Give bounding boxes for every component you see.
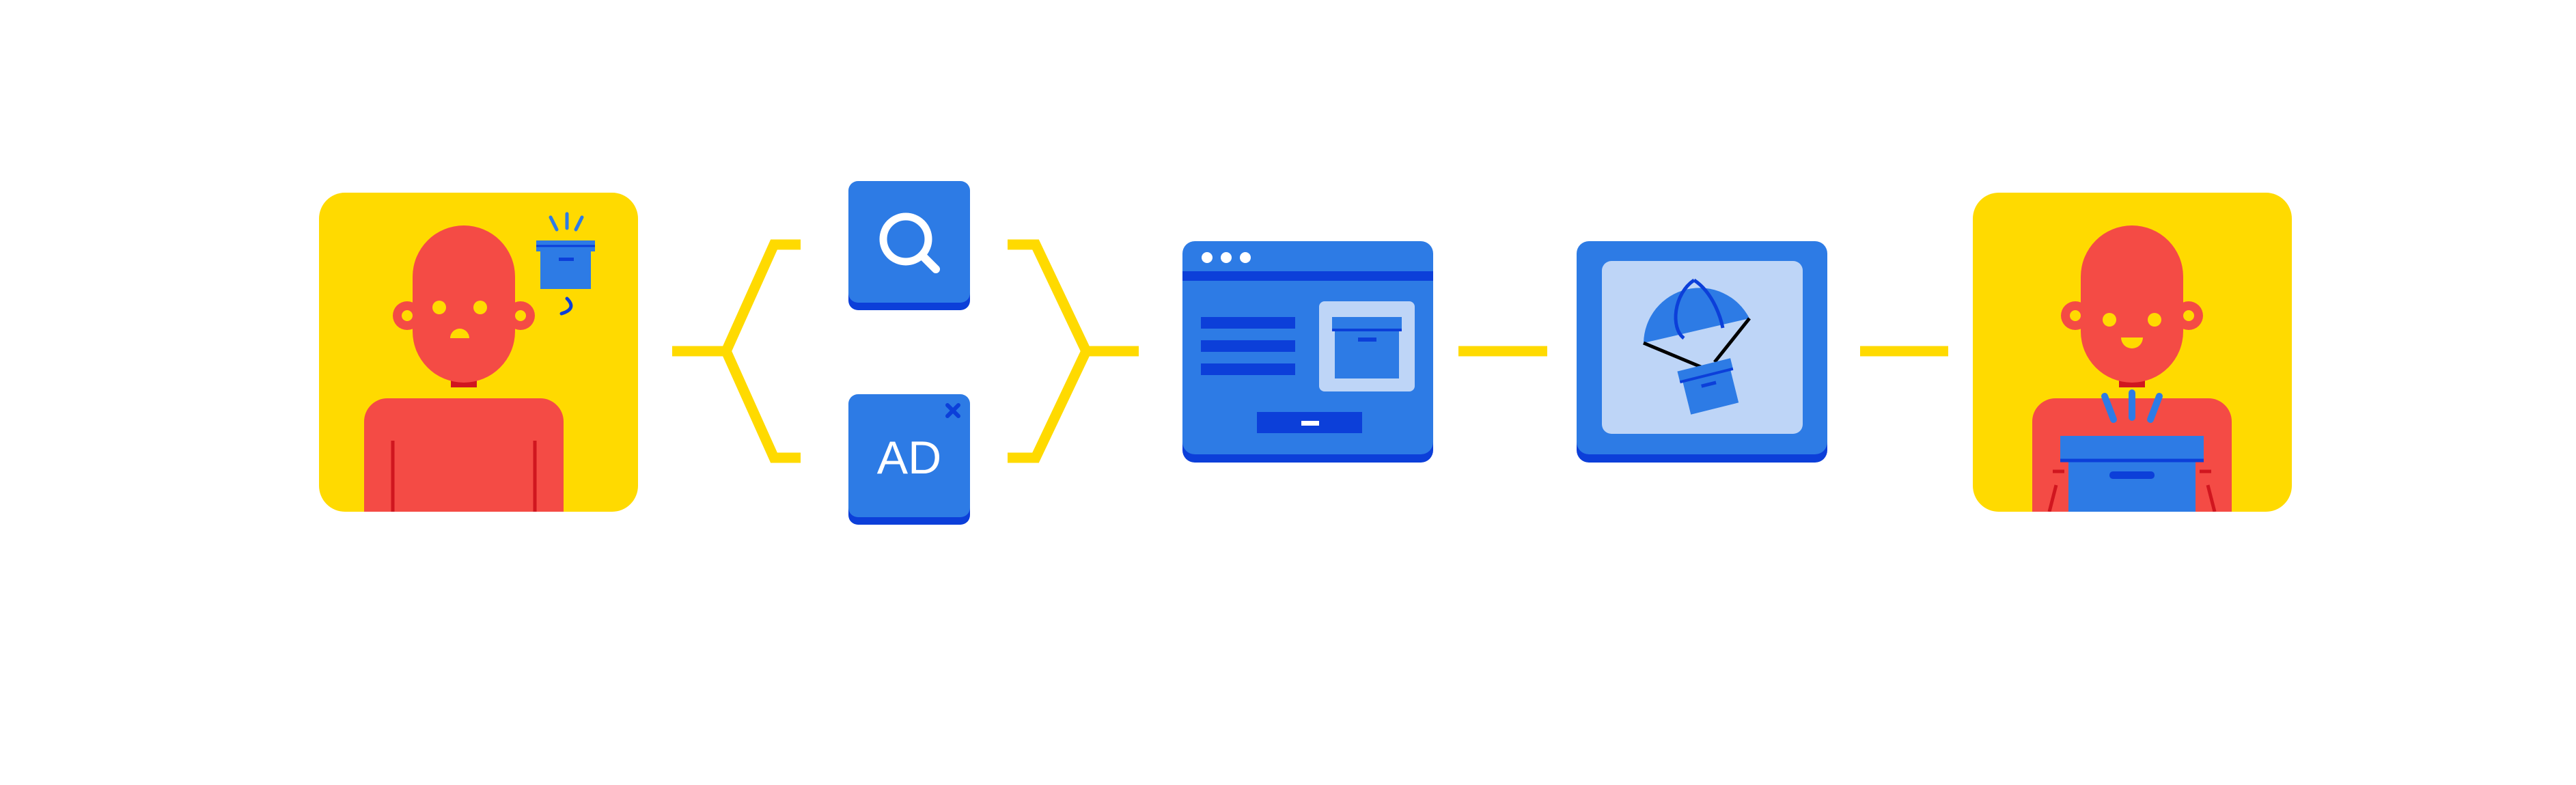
ad-card: AD bbox=[848, 394, 970, 525]
product-box-icon bbox=[1332, 317, 1402, 378]
connector-right-bracket bbox=[1008, 239, 1139, 463]
browser-window-icon bbox=[1182, 241, 1433, 463]
panel-customer-need bbox=[319, 193, 638, 512]
panel-happy-customer bbox=[1973, 193, 2292, 512]
delivery-screen bbox=[1577, 241, 1827, 463]
magnifier-icon bbox=[879, 212, 940, 273]
person-happy-icon bbox=[2032, 225, 2232, 512]
parachute-box-icon bbox=[1643, 278, 1751, 415]
box-icon bbox=[536, 212, 595, 316]
close-x-icon bbox=[945, 403, 960, 418]
held-box-icon bbox=[2060, 436, 2204, 512]
connectors bbox=[672, 239, 1948, 463]
person-thinking-icon bbox=[364, 225, 564, 512]
connector-left-bracket bbox=[672, 239, 801, 463]
search-card bbox=[848, 181, 970, 310]
ad-label: AD bbox=[877, 432, 941, 484]
